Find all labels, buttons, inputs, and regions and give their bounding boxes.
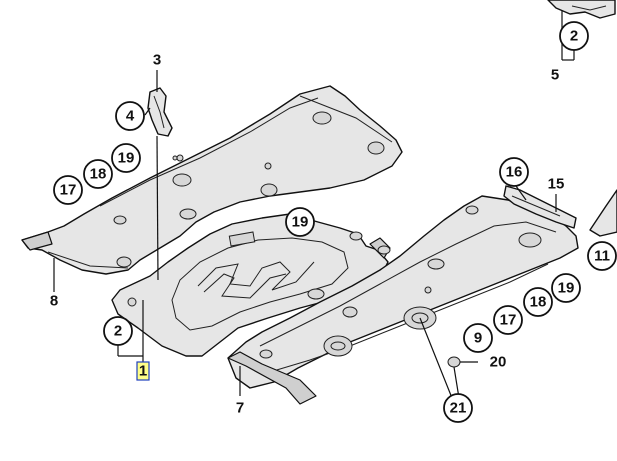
label-7: 7 <box>236 400 244 417</box>
svg-text:17: 17 <box>60 182 77 199</box>
svg-text:18: 18 <box>530 294 547 311</box>
svg-text:19: 19 <box>292 214 309 231</box>
callout-2-bottom: 2 <box>103 316 133 346</box>
callout-19-c: 19 <box>551 273 581 303</box>
callout-18-a: 18 <box>83 159 113 189</box>
left-underbody-panel <box>21 85 403 275</box>
callout-2-top: 2 <box>559 21 589 51</box>
label-5: 5 <box>551 67 559 84</box>
svg-text:18: 18 <box>90 166 107 183</box>
svg-text:9: 9 <box>474 330 482 347</box>
callout-9: 9 <box>463 323 493 353</box>
label-1: 1 <box>139 363 147 380</box>
right-edge-fragment <box>589 189 617 237</box>
part-top-right-fragment <box>547 0 616 19</box>
svg-text:4: 4 <box>126 108 135 125</box>
callout-17-a: 17 <box>53 175 83 205</box>
svg-text:19: 19 <box>118 150 135 167</box>
right-underbody-panel <box>227 195 579 405</box>
callout-11: 11 <box>587 241 617 271</box>
callout-19-b: 19 <box>285 207 315 237</box>
callout-16: 16 <box>499 157 529 187</box>
bracket-part <box>144 70 173 137</box>
label-20: 20 <box>490 354 507 371</box>
highlight-box <box>136 361 150 381</box>
small-bracket-part <box>503 185 577 229</box>
svg-text:11: 11 <box>594 248 610 265</box>
label-15: 15 <box>548 176 565 193</box>
callout-18-b: 18 <box>523 287 553 317</box>
callout-4: 4 <box>115 101 145 131</box>
svg-text:2: 2 <box>570 28 578 45</box>
leader-lines <box>53 10 575 399</box>
svg-text:16: 16 <box>506 164 523 181</box>
svg-text:2: 2 <box>114 323 122 340</box>
label-1-highlighted[interactable]: 1 <box>136 361 150 381</box>
label-8: 8 <box>50 293 58 310</box>
svg-text:19: 19 <box>558 280 575 297</box>
callout-19-a: 19 <box>111 143 141 173</box>
clip-part <box>447 356 478 368</box>
label-3: 3 <box>153 52 161 69</box>
svg-text:21: 21 <box>450 400 467 417</box>
callout-21: 21 <box>443 393 473 423</box>
callout-17-b: 17 <box>493 305 523 335</box>
middle-underbody-panel <box>111 213 391 357</box>
svg-text:17: 17 <box>500 312 517 329</box>
